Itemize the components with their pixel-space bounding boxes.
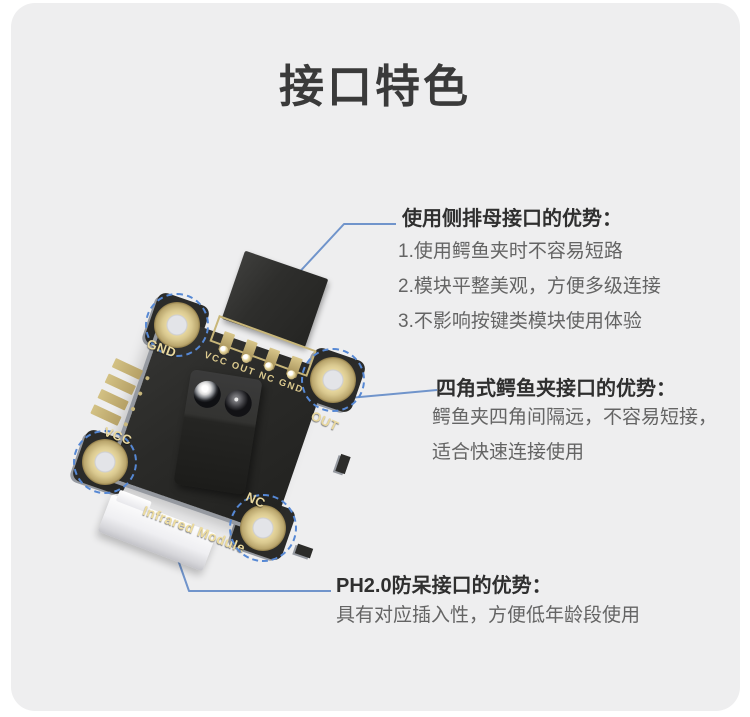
card-background bbox=[11, 3, 740, 711]
page-title: 接口特色 bbox=[278, 61, 471, 112]
annotation-body-ph20: 具有对应插入性，方便低年龄段使用 bbox=[336, 598, 640, 633]
annotation-item: 1.使用鳄鱼夹时不容易短路 bbox=[398, 241, 623, 262]
annotation-body-side-header: 1.使用鳄鱼夹时不容易短路 2.模块平整美观，方便多级连接 3.不影响按键类模块… bbox=[398, 234, 661, 339]
gold-pin bbox=[240, 339, 258, 362]
callout-line-clip-pad bbox=[348, 389, 438, 399]
annotation-item: 鳄鱼夹四角间隔远，不容易短接， bbox=[432, 407, 718, 428]
ir-emitter-lens bbox=[191, 378, 223, 410]
callout-line-side-header bbox=[292, 223, 396, 280]
gold-pin bbox=[217, 330, 235, 354]
annotation-heading-side-header: 使用侧排母接口的优势： bbox=[402, 208, 622, 230]
annotation-item: 2.模块平整美观，方便多级连接 bbox=[398, 276, 661, 297]
annotation-heading-clip-pads: 四角式鳄鱼夹接口的优势： bbox=[436, 378, 676, 400]
highlight-dashed-circle bbox=[145, 293, 209, 357]
annotation-item: 具有对应插入性，方便低年龄段使用 bbox=[336, 605, 641, 626]
gold-pin bbox=[262, 347, 280, 370]
annotation-item: 适合快速连接使用 bbox=[432, 442, 585, 463]
annotation-item: 3.不影响按键类模块使用体验 bbox=[398, 311, 642, 332]
highlight-dashed-circle bbox=[301, 348, 365, 412]
highlight-dashed-circle bbox=[73, 430, 137, 494]
gold-pin bbox=[285, 355, 303, 378]
annotation-body-clip-pads: 鳄鱼夹四角间隔远，不容易短接， 适合快速连接使用 bbox=[432, 400, 717, 470]
ir-receiver-lens bbox=[222, 387, 254, 419]
highlight-dashed-circle bbox=[229, 494, 297, 562]
annotation-heading-ph20: PH2.0防呆接口的优势： bbox=[336, 575, 552, 597]
